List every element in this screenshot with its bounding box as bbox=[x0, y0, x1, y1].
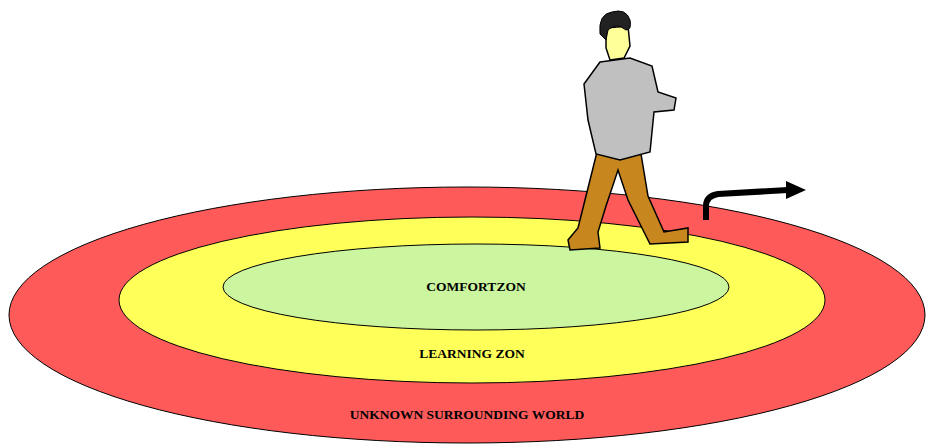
zone-fill bbox=[9, 187, 925, 443]
zone-fill bbox=[119, 217, 825, 383]
zone-ellipse: LEARNING ZON COMFORTZON bbox=[118, 216, 826, 384]
zone-label: UNKNOWN SURROUNDING WORLD bbox=[8, 407, 926, 423]
zone-ellipse: COMFORTZON bbox=[222, 243, 730, 331]
person-hair bbox=[600, 11, 631, 40]
zone-ellipse: UNKNOWN SURROUNDING WORLD LEARNING ZON COM… bbox=[8, 186, 926, 444]
arrow-head bbox=[786, 181, 806, 199]
zone-label: LEARNING ZON bbox=[118, 346, 826, 362]
person-body bbox=[584, 58, 676, 160]
zone-label: COMFORTZON bbox=[222, 279, 730, 295]
zone-fill bbox=[223, 244, 729, 330]
person-face bbox=[606, 26, 630, 60]
